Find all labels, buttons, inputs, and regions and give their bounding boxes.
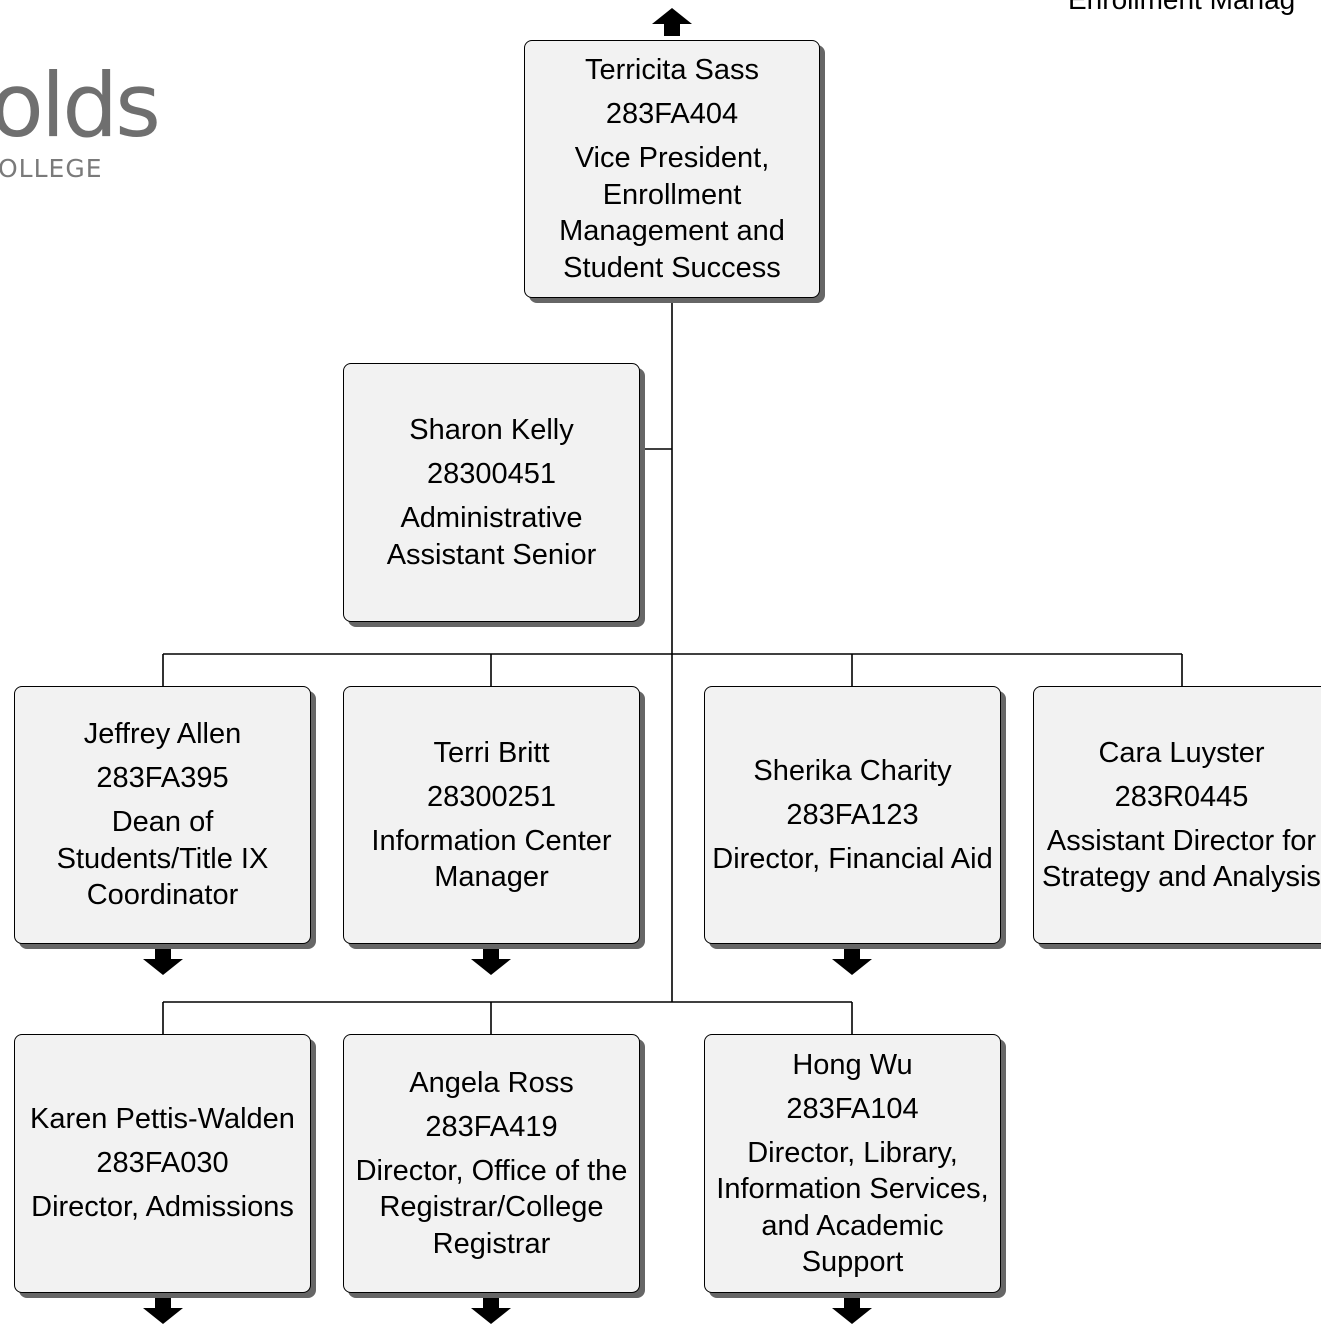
arrow-up-stem-icon	[664, 24, 680, 36]
chart-header-title: Enrollment Manag	[1068, 0, 1295, 14]
org-box-row1-3: Sherika Charity 283FA123 Director, Finan…	[704, 686, 1001, 944]
arrow-down-icon	[143, 1297, 183, 1324]
position-title: Director, Library, Information Services,…	[716, 1136, 989, 1279]
org-box-assistant: Sharon Kelly 28300451 Administrative Ass…	[343, 363, 640, 622]
college-logo-subtext: OLLEGE	[0, 154, 103, 183]
position-code: 283FA404	[605, 98, 739, 130]
arrow-down-icon	[832, 1297, 872, 1324]
position-code: 283FA104	[786, 1092, 919, 1125]
position-name: Jeffrey Allen	[83, 718, 242, 751]
org-box-row2-2: Angela Ross 283FA419 Director, Office of…	[343, 1034, 640, 1293]
position-name: Terri Britt	[433, 736, 550, 769]
position-code: 28300251	[426, 780, 557, 813]
arrow-down-icon	[471, 1297, 511, 1324]
position-code: 283R0445	[1114, 780, 1249, 813]
position-title: Vice President, Enrollment Management an…	[559, 142, 785, 284]
position-title: Administrative Assistant Senior	[386, 502, 597, 571]
college-logo-wordmark: olds	[0, 54, 161, 157]
org-box-row2-3: Hong Wu 283FA104 Director, Library, Info…	[704, 1034, 1001, 1293]
position-title: Assistant Director for Strategy and Anal…	[1042, 824, 1321, 894]
position-title: Director, Financial Aid	[712, 842, 993, 875]
position-title: Dean of Students/Title IX Coordinator	[56, 806, 269, 912]
position-title: Director, Office of the Registrar/Colleg…	[355, 1154, 628, 1260]
position-code: 283FA419	[425, 1110, 558, 1143]
position-title: Director, Admissions	[31, 1191, 294, 1224]
position-title: Information Center Manager	[371, 824, 612, 894]
position-name: Terricita Sass	[584, 54, 760, 86]
org-box-row2-1: Karen Pettis-Walden 283FA030 Director, A…	[14, 1034, 311, 1293]
position-name: Hong Wu	[792, 1048, 913, 1081]
position-name: Cara Luyster	[1098, 736, 1265, 769]
org-box-vice-president: Terricita Sass 283FA404 Vice President, …	[524, 40, 820, 298]
arrow-up-icon	[652, 8, 692, 24]
position-code: 283FA030	[96, 1147, 229, 1180]
position-code: 28300451	[426, 458, 557, 490]
position-name: Angela Ross	[409, 1066, 574, 1099]
org-box-row1-1: Jeffrey Allen 283FA395 Dean of Students/…	[14, 686, 311, 944]
position-name: Sharon Kelly	[409, 414, 574, 446]
org-box-row1-4: Cara Luyster 283R0445 Assistant Director…	[1033, 686, 1321, 944]
position-name: Karen Pettis-Walden	[30, 1103, 295, 1136]
position-name: Sherika Charity	[753, 754, 952, 787]
position-code: 283FA395	[96, 762, 229, 795]
org-box-row1-2: Terri Britt 28300251 Information Center …	[343, 686, 640, 944]
position-code: 283FA123	[786, 798, 919, 831]
arrow-down-icon	[143, 948, 183, 975]
arrow-down-icon	[832, 948, 872, 975]
arrow-down-icon	[471, 948, 511, 975]
